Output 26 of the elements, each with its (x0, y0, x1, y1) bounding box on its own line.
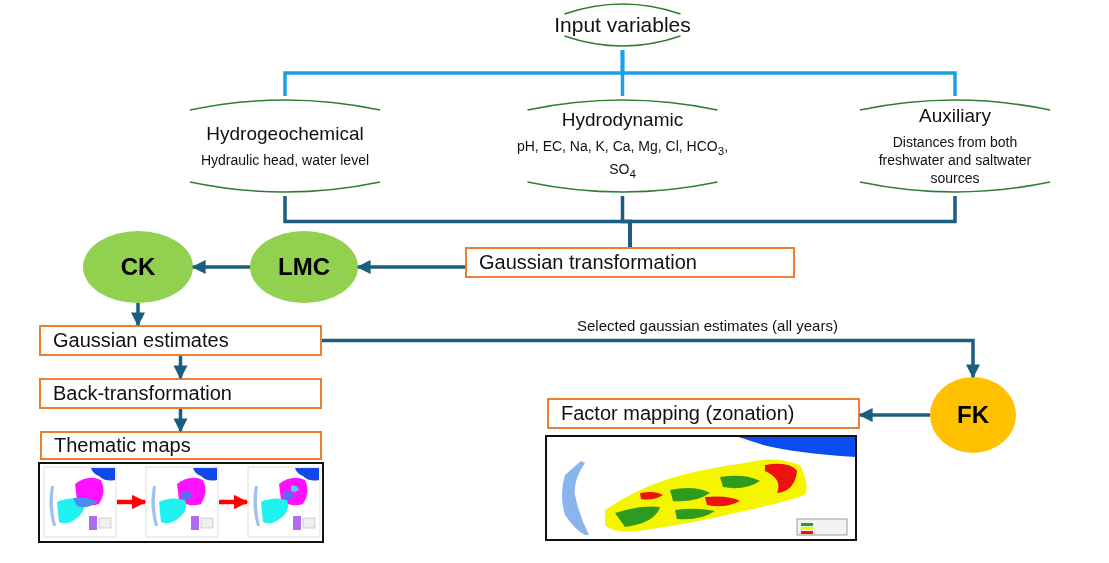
category-heading: Auxiliary (919, 105, 991, 127)
process-ellipse: LMC (250, 231, 358, 303)
arrow (173, 356, 188, 380)
arrow (131, 303, 145, 327)
process-box: Factor mapping (zonation) (547, 398, 860, 429)
category-heading: Hydrogeochemical (206, 123, 364, 145)
arrow (173, 409, 188, 433)
process-ellipse: CK (83, 231, 193, 303)
variable-list: pH, EC, Na, K, Ca, Mg, Cl, HCO$_{3}$, SO$_{4}$ (502, 137, 743, 183)
connector-line (628, 196, 957, 247)
category-heading: Hydrodynamic (561, 109, 684, 132)
variable-list: Distances from both freshwater and saltwater sources (860, 133, 1050, 187)
arrow (322, 338, 980, 379)
arrow (219, 494, 249, 510)
process-ellipse: FK (930, 377, 1016, 453)
process-box: Gaussian transformation (465, 247, 795, 278)
arrow (191, 260, 250, 274)
variable-list: Hydraulic head, water level (200, 151, 370, 169)
arrow (858, 408, 930, 422)
process-box: Thematic maps (40, 431, 322, 460)
arrow (356, 260, 465, 274)
process-box: Back-transformation (39, 378, 322, 409)
process-box: Gaussian estimates (39, 325, 322, 356)
arrow (117, 494, 147, 510)
connector-line (620, 50, 957, 96)
category-heading: Input variables (554, 13, 691, 37)
